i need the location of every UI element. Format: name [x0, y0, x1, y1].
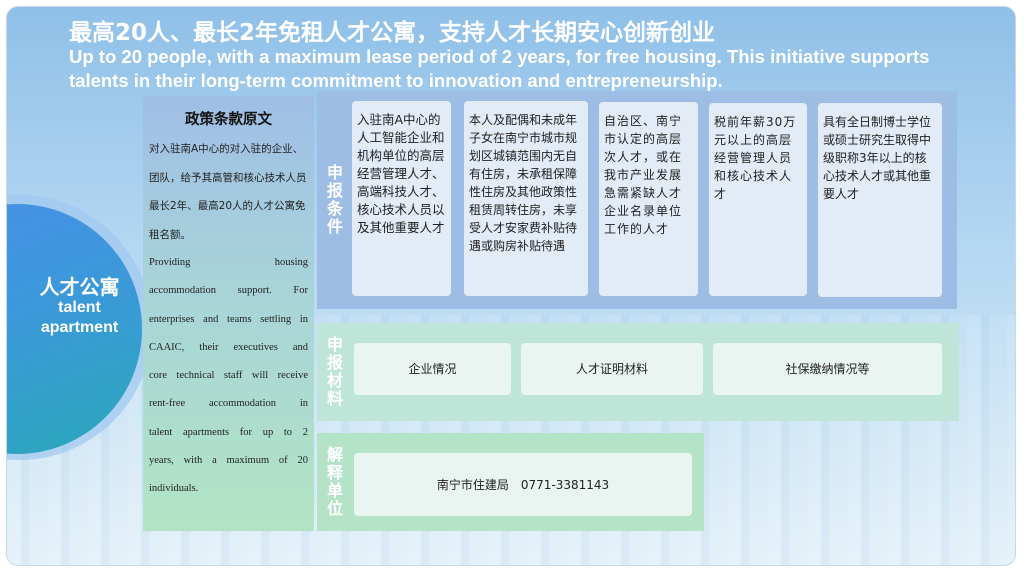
condition-card: 本人及配偶和未成年子女在南宁市城市规划区城镇范围内无自有住房，未承租保障性住房及… — [464, 101, 588, 296]
condition-card: 自治区、南宁市认定的高层次人才，或在我市产业发展急需紧缺人才企业名录单位工作的人… — [599, 102, 698, 296]
condition-card: 税前年薪30万元以上的高层经营管理人员和核心技术人才 — [709, 103, 807, 296]
badge-cn: 人才公寓 — [39, 277, 120, 299]
policy-heading: 政策条款原文 — [185, 112, 272, 128]
materials-row: 申报材料 企业情况 人才证明材料 社保缴纳情况等 — [317, 323, 959, 421]
policy-cn: 对入驻南A中心的对入驻的企业、团队，给予其高管和核心技术人员最长2年、最高20人… — [149, 143, 307, 241]
materials-label: 申报材料 — [324, 336, 343, 408]
policy-en: Providing housing accommodation support. … — [149, 249, 308, 504]
badge-en2: apartment — [40, 319, 119, 336]
policy-en-line: Providing housing — [149, 257, 308, 268]
title-en: Up to 20 people, with a maximum lease pe… — [69, 46, 930, 91]
policy-en-line: core technical staff will receive — [149, 370, 308, 382]
slide: 最高20人、最长2年免租人才公寓，支持人才长期安心创新创业 Up to 20 p… — [6, 6, 1016, 566]
policy-en-line: talent apartments for up to 2 — [149, 426, 308, 438]
policy-en-line: rent-free accommodation in — [149, 398, 308, 410]
policy-en-line: individuals. — [149, 483, 199, 495]
policy-text-panel: 政策条款原文 对入驻南A中心的对入驻的企业、团队，给予其高管和核心技术人员最长2… — [143, 96, 314, 531]
policy-en-line: accommodation support. For — [149, 285, 308, 297]
policy-en-line: years, with a maximum of 20 — [149, 455, 308, 467]
material-card: 社保缴纳情况等 — [713, 343, 942, 395]
material-card: 人才证明材料 — [521, 343, 703, 395]
contact-row: 解释单位 南宁市住建局 0771-3381143 — [317, 433, 704, 531]
condition-card: 入驻南A中心的人工智能企业和机构单位的高层经营管理人才、高端科技人才、核心技术人… — [352, 101, 451, 296]
title-cn: 最高20人、最长2年免租人才公寓，支持人才长期安心创新创业 — [69, 20, 716, 46]
policy-en-line: enterprises and teams settling in — [149, 313, 308, 325]
contact-card: 南宁市住建局 0771-3381143 — [354, 453, 692, 516]
condition-card: 具有全日制博士学位或硕士研究生取得中级职称3年以上的核心技术人才或其他重要人才 — [818, 103, 942, 297]
contact-label: 解释单位 — [324, 446, 343, 518]
conditions-label: 申报条件 — [324, 164, 343, 236]
material-card: 企业情况 — [354, 343, 511, 395]
policy-en-line: CAAIC, their executives and — [149, 341, 308, 353]
badge-en1: talent — [58, 299, 101, 316]
conditions-row: 申报条件 入驻南A中心的人工智能企业和机构单位的高层经营管理人才、高端科技人才、… — [317, 91, 957, 309]
